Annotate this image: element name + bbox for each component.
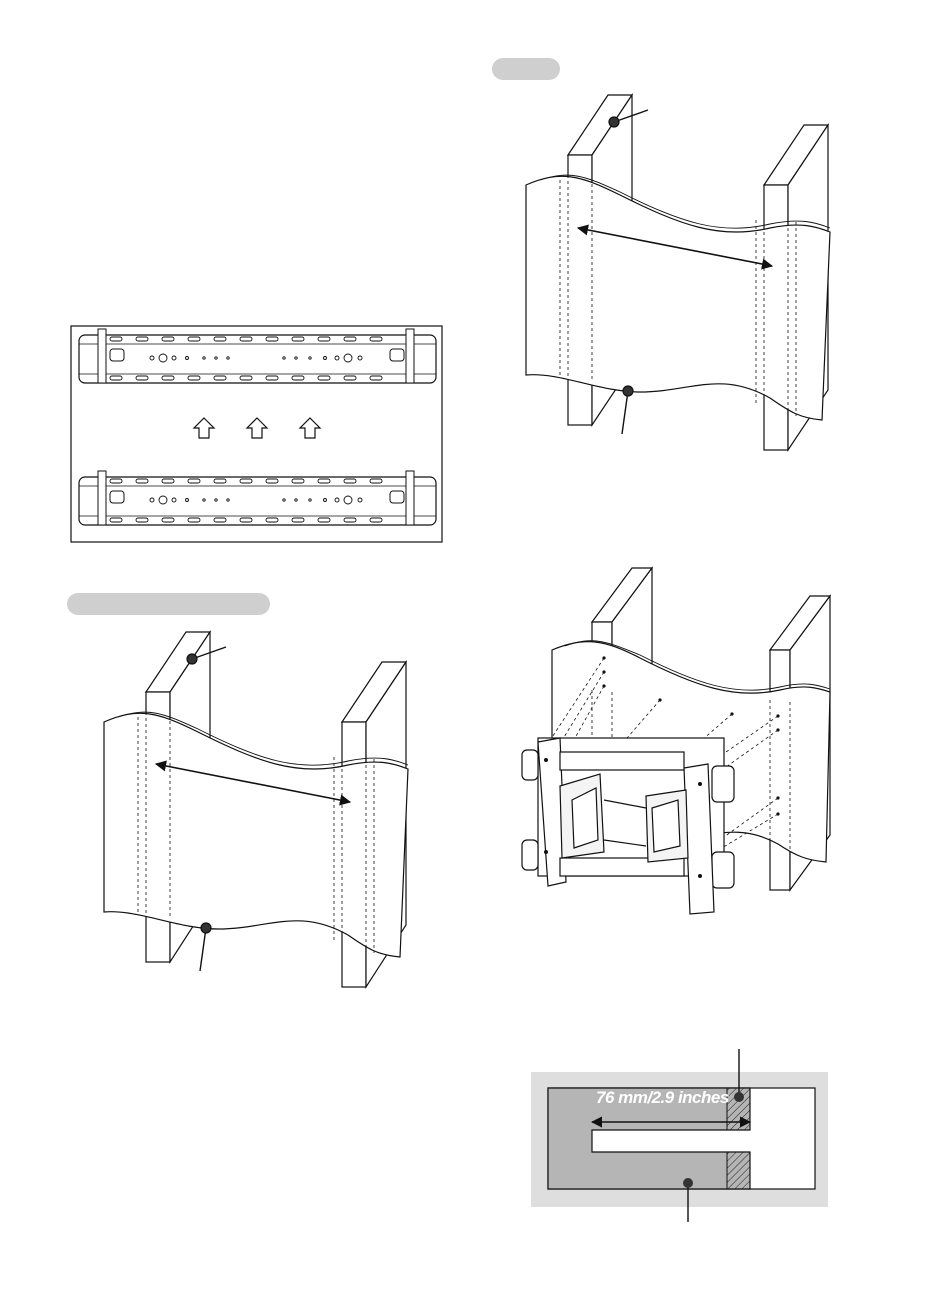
callout-dot-icon bbox=[609, 117, 619, 127]
bracket-mounting-diagram bbox=[522, 568, 830, 914]
depth-cross-section bbox=[531, 1049, 828, 1222]
wall-studs-diagram-top bbox=[526, 95, 830, 450]
section-label-pill-wide bbox=[67, 593, 270, 615]
callout-dot-icon bbox=[683, 1178, 693, 1188]
mount-plate-diagram bbox=[71, 326, 442, 542]
wall-studs-diagram-left bbox=[104, 632, 408, 987]
section-label-pill bbox=[492, 58, 560, 80]
callout-dot-icon bbox=[734, 1092, 744, 1102]
drywall-section-bottom bbox=[727, 1152, 750, 1189]
depth-dimension-label: 76 mm/2.9 inches bbox=[596, 1088, 729, 1108]
top-rail bbox=[79, 329, 436, 383]
callout-dot-icon bbox=[187, 654, 197, 664]
callout-dot-icon bbox=[201, 923, 211, 933]
callout-dot-icon bbox=[623, 386, 633, 396]
bottom-rail bbox=[79, 471, 436, 525]
